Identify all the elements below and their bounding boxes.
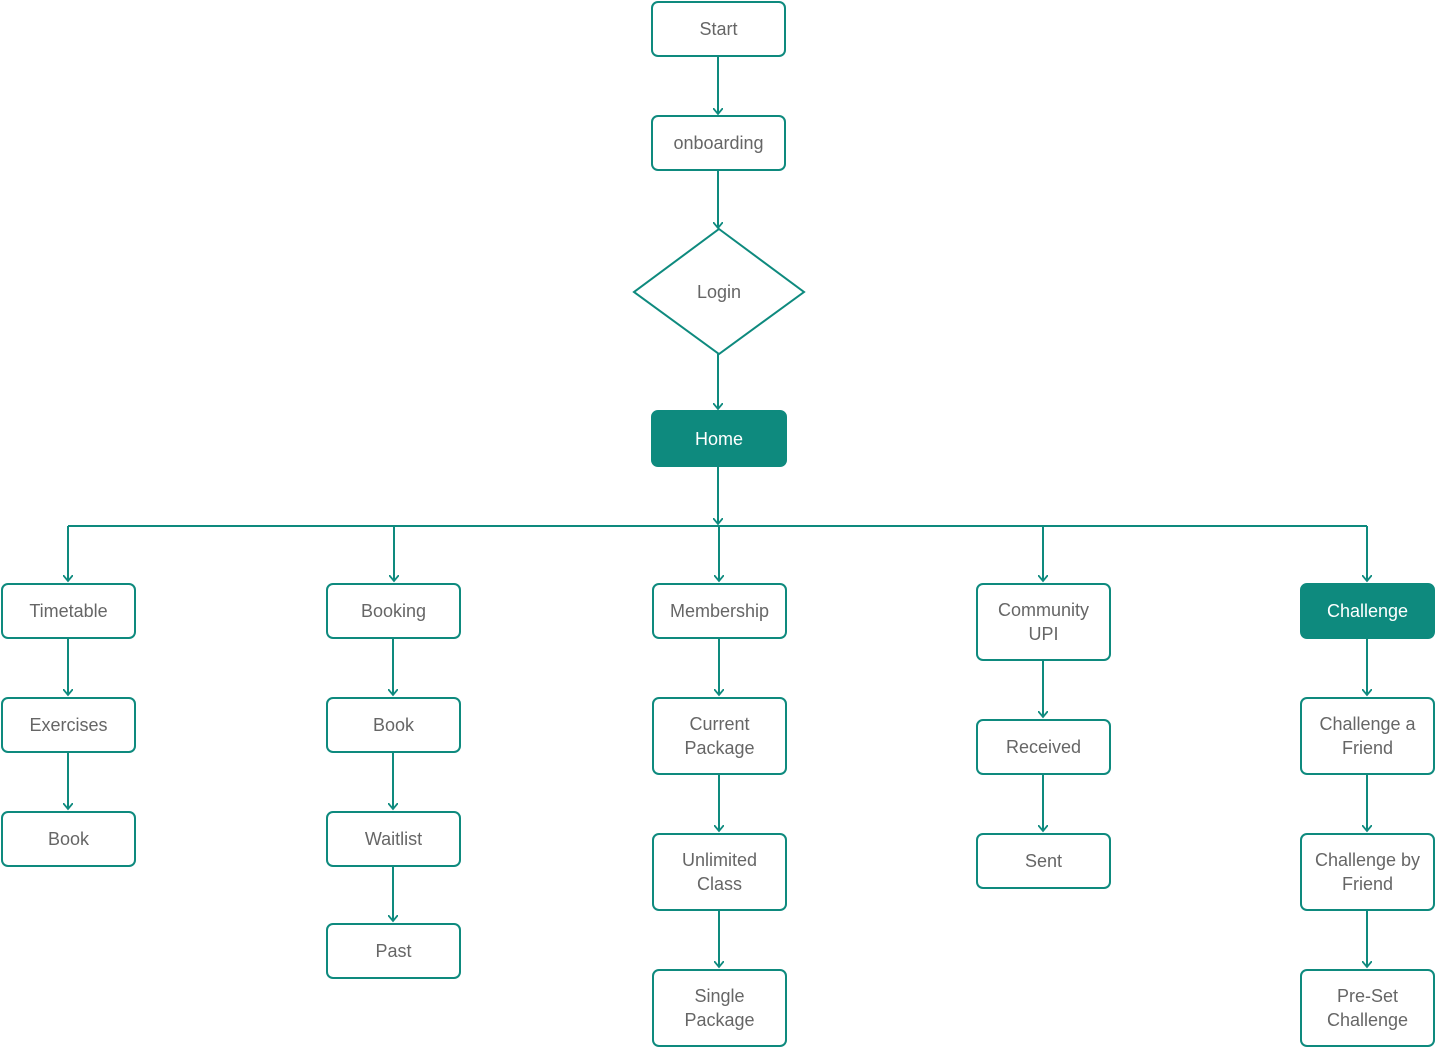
challenge-a-friend-node[interactable]: Challenge a Friend xyxy=(1300,697,1435,775)
timetable-node[interactable]: Timetable xyxy=(1,583,136,639)
booking-node[interactable]: Booking xyxy=(326,583,461,639)
login-diamond-shape xyxy=(632,227,806,356)
community-node[interactable]: Community UPI xyxy=(976,583,1111,661)
login-decision-label[interactable]: Login xyxy=(696,281,742,302)
waitlist-node[interactable]: Waitlist xyxy=(326,811,461,867)
start-node[interactable]: Start xyxy=(651,1,786,57)
booking-book-node[interactable]: Book xyxy=(326,697,461,753)
timetable-book-node[interactable]: Book xyxy=(1,811,136,867)
onboarding-node[interactable]: onboarding xyxy=(651,115,786,171)
received-node[interactable]: Received xyxy=(976,719,1111,775)
preset-challenge-node[interactable]: Pre-Set Challenge xyxy=(1300,969,1435,1047)
challenge-by-friend-node[interactable]: Challenge by Friend xyxy=(1300,833,1435,911)
home-node[interactable]: Home xyxy=(651,410,787,467)
membership-node[interactable]: Membership xyxy=(652,583,787,639)
current-package-node[interactable]: Current Package xyxy=(652,697,787,775)
unlimited-class-node[interactable]: Unlimited Class xyxy=(652,833,787,911)
single-package-node[interactable]: Single Package xyxy=(652,969,787,1047)
sent-node[interactable]: Sent xyxy=(976,833,1111,889)
exercises-node[interactable]: Exercises xyxy=(1,697,136,753)
challenge-node[interactable]: Challenge xyxy=(1300,583,1435,639)
past-node[interactable]: Past xyxy=(326,923,461,979)
